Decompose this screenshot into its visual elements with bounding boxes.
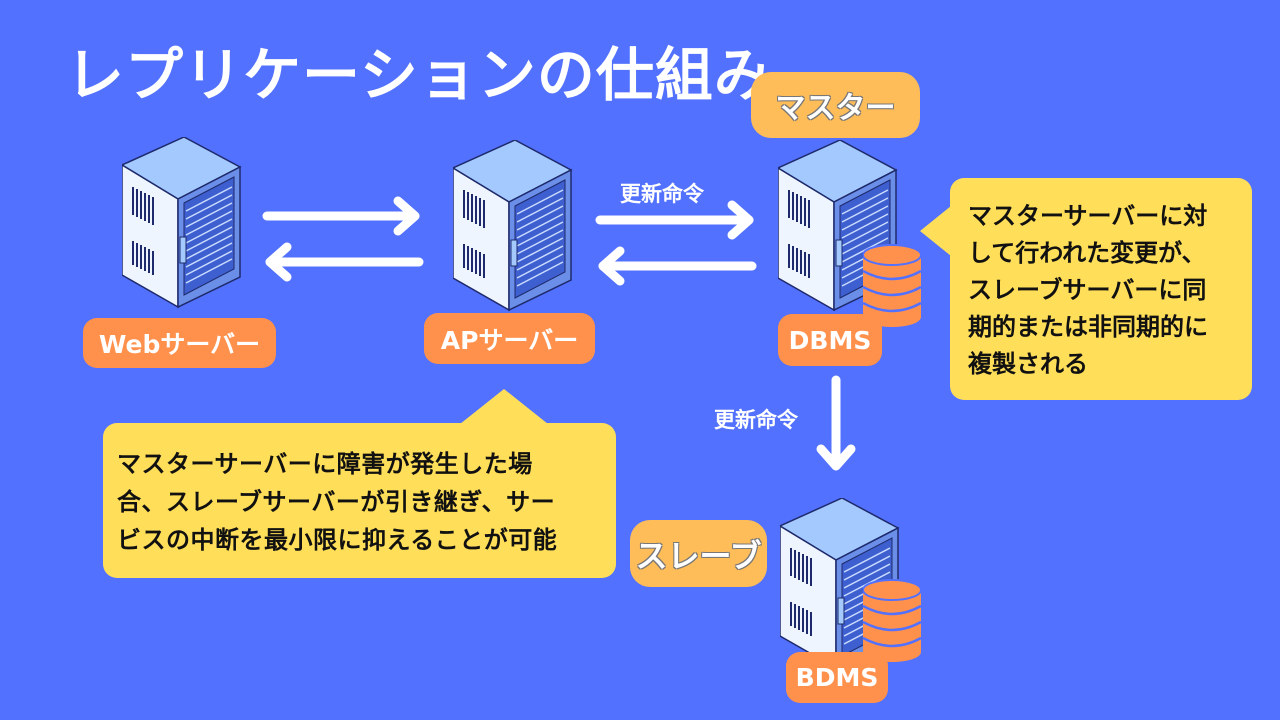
callout-tail [460, 389, 548, 424]
update-command-label-horizontal: 更新命令 [620, 182, 704, 206]
slave-dbms-label: BDMS [786, 652, 888, 703]
master-dbms-label: DBMS [778, 314, 882, 366]
arrow-master-to-ap [598, 246, 757, 286]
callout-line: マスターサーバーに障害が発生した場 [117, 450, 533, 478]
failover-callout: マスターサーバーに障害が発生した場 合、スレーブサーバーが引き継ぎ、サー ビスの… [103, 389, 616, 578]
master-role-label: マスター [751, 72, 920, 138]
callout-line: ビスの中断を最小限に抑えることが可能 [117, 526, 558, 554]
arrow-master-to-slave [816, 375, 856, 471]
arrow-ap-to-master [595, 200, 754, 240]
arrow-web-to-ap [262, 196, 420, 236]
update-command-label-vertical: 更新命令 [714, 408, 798, 432]
ap-server-label: APサーバー [424, 313, 595, 364]
arrow-ap-to-web [265, 242, 424, 282]
callout-line: マスターサーバーに対 [968, 202, 1208, 230]
slave-role-label: スレーブ [630, 520, 767, 587]
replication-callout: マスターサーバーに対 して行われた変更が、 スレーブサーバーに同 期的または非同… [920, 178, 1252, 400]
callout-line: して行われた変更が、 [968, 239, 1206, 267]
callout-line: 合、スレーブサーバーが引き継ぎ、サー [117, 488, 556, 516]
callout-line: スレーブサーバーに同 [968, 276, 1207, 304]
callout-line: 期的または非同期的に [968, 313, 1208, 341]
callout-tail [920, 206, 951, 256]
page-title: レプリケーションの仕組み [66, 41, 773, 109]
web-server-label: Webサーバー [83, 318, 276, 368]
callout-line: 複製される [968, 350, 1088, 378]
